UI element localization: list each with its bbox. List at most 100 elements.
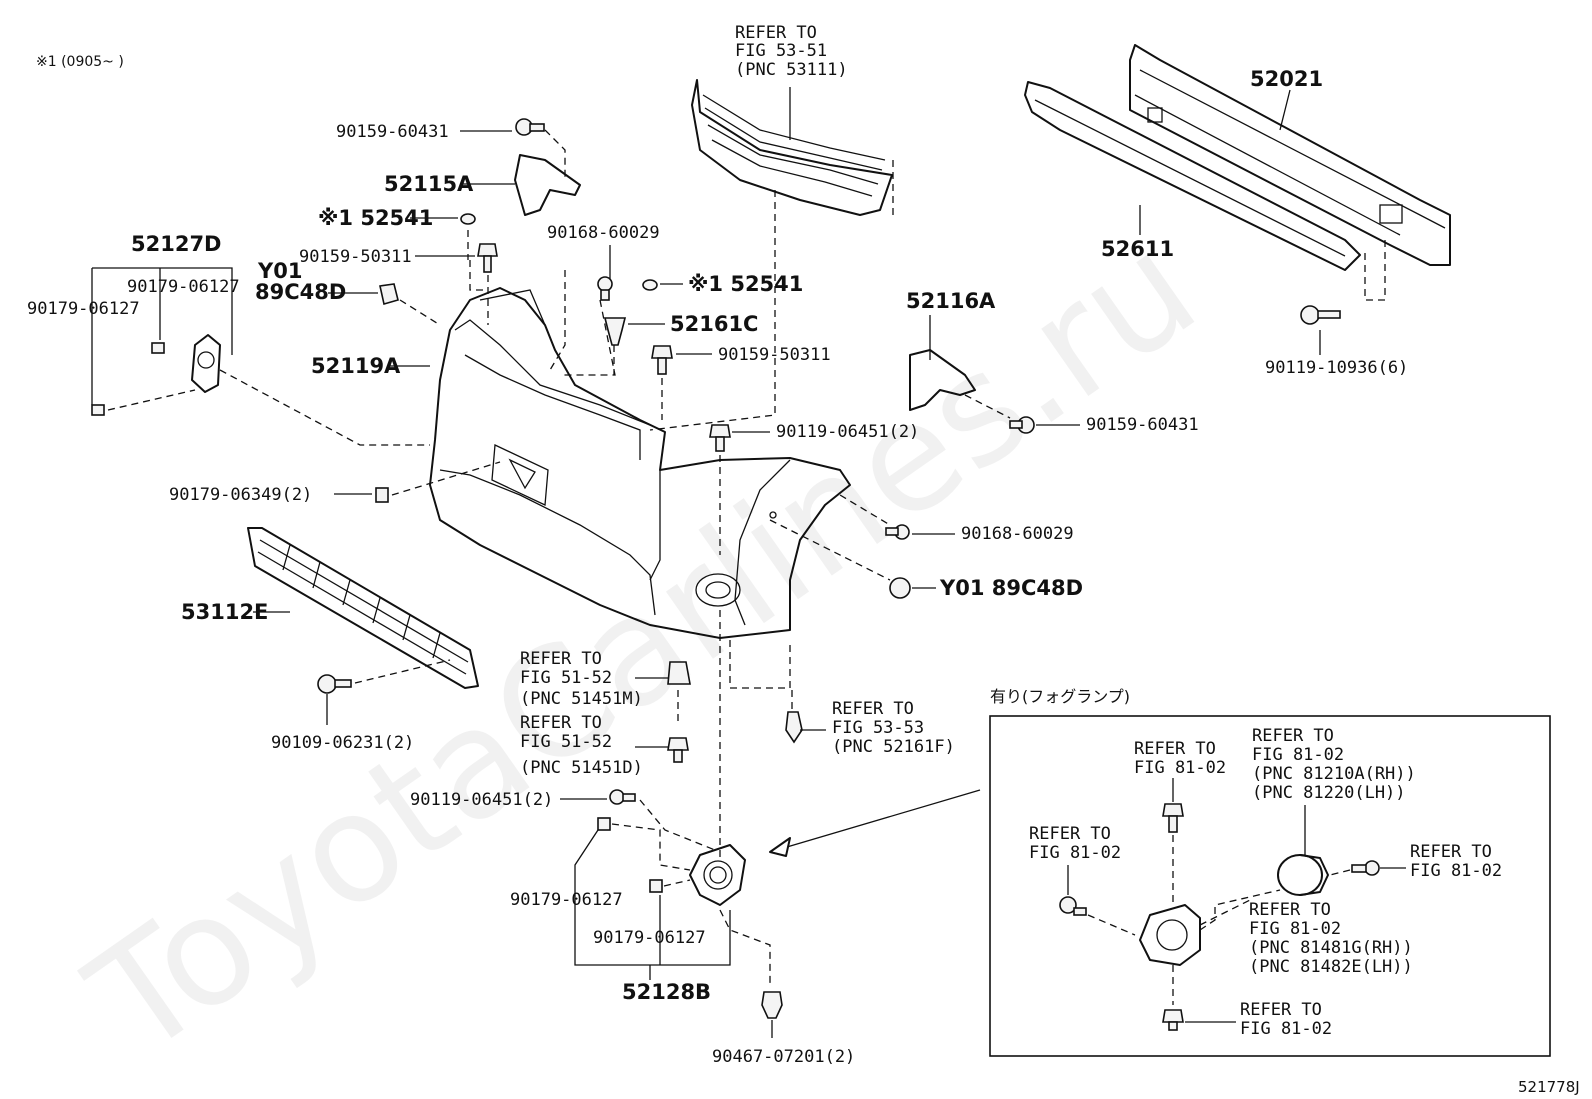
inset-refer-b-fig: FIG 81-02 [1252, 745, 1344, 765]
part-label-90159-50311-right: 90159-50311 [718, 345, 831, 365]
refer-label-51451D-pnc: (PNC 51451D) [520, 758, 643, 778]
part-label-90159-60431-right: 90159-60431 [1086, 415, 1199, 435]
part-label-52611: 52611 [1101, 237, 1174, 261]
inset-refer-c-fig: FIG 81-02 [1029, 843, 1121, 863]
part-label-y01-a: Y01 [257, 259, 302, 283]
part-label-53112E: 53112E [181, 600, 268, 624]
bumper-reinforcement-52021 [1129, 44, 1451, 266]
part-label-52128B: 52128B [622, 980, 711, 1004]
refer-label-52161F: REFER TO [832, 699, 914, 719]
part-label-90119-06451-top: 90119-06451(2) [776, 422, 919, 442]
bolt-90159-60431-right [1009, 416, 1035, 434]
inset-refer-b: REFER TO [1252, 726, 1334, 746]
refer-label-fig-53-51: REFER TO [735, 23, 817, 43]
part-label-52119A: 52119A [311, 354, 401, 378]
lower-grille-53112E [247, 527, 479, 689]
refer-label-fig-53-51-pnc: (PNC 53111) [735, 60, 848, 80]
screw-51451D [667, 737, 689, 763]
part-label-90179-06127-c: 90179-06127 [510, 890, 623, 910]
refer-label-51451M-fig: FIG 51-52 [520, 668, 612, 688]
part-label-90159-50311-left: 90159-50311 [299, 247, 412, 267]
part-label-90179-06127-b: 90179-06127 [27, 299, 140, 319]
inset-refer-b-pnc-lh: (PNC 81220(LH)) [1252, 783, 1406, 803]
clip-52161C [603, 317, 627, 346]
part-label-90179-06127-a: 90179-06127 [127, 277, 240, 297]
bolt-90109-06231 [317, 674, 352, 694]
clip-90179-06127-d [649, 879, 663, 893]
clip-90467-07201 [761, 991, 783, 1019]
diagram-id: 521778J [1518, 1078, 1580, 1096]
refer-label-fig-53-51-fig: FIG 53-51 [735, 41, 827, 61]
inset-lamp-cover [1139, 904, 1201, 966]
cap-52541-right [642, 279, 658, 291]
clip-89C48D-left [379, 283, 399, 306]
part-label-52541-left: ※1 52541 [318, 206, 433, 230]
inset-bolt-left [1059, 896, 1087, 916]
bumper-bracket-52115A [514, 154, 581, 216]
bumper-bracket-52116A [909, 349, 976, 411]
part-label-90179-06349: 90179-06349(2) [169, 485, 312, 505]
inset-refer-a: REFER TO [1134, 739, 1216, 759]
inset-refer-d: REFER TO [1410, 842, 1492, 862]
cap-52541-left [460, 213, 476, 225]
fog-lamp-inset-frame [989, 715, 1551, 1057]
clip-51451M [667, 661, 691, 685]
part-label-52541-right: ※1 52541 [688, 272, 803, 296]
clip-90179-06127-c [597, 817, 611, 831]
refer-label-52161F-pnc: (PNC 52161F) [832, 737, 955, 757]
inset-refer-b-pnc-rh: (PNC 81210A(RH)) [1252, 764, 1416, 784]
inset-refer-e-fig: FIG 81-02 [1249, 919, 1341, 939]
part-label-89C48D-a: 89C48D [255, 280, 346, 304]
screw-90119-06451-top [709, 424, 731, 452]
inset-refer-f-fig: FIG 81-02 [1240, 1019, 1332, 1039]
inset-clip-bottom [1162, 1009, 1184, 1031]
inset-refer-a-fig: FIG 81-02 [1134, 758, 1226, 778]
part-label-90179-06127-d: 90179-06127 [593, 928, 706, 948]
inset-fog-lamp [1277, 854, 1329, 896]
bolt-90119-10936 [1300, 305, 1341, 325]
part-label-90467-07201: 90467-07201(2) [712, 1047, 855, 1067]
header-note: ※1 (0905~ ) [36, 54, 124, 70]
inset-refer-e-pnc-lh: (PNC 81482E(LH)) [1249, 957, 1413, 977]
part-label-y01-89C48D-right: Y01 89C48D [939, 576, 1083, 600]
part-label-90119-10936: 90119-10936(6) [1265, 358, 1408, 378]
bumper-absorber-52611 [1024, 81, 1361, 271]
upper-grille-part [691, 79, 893, 216]
bumper-retainer-52127D [191, 334, 221, 393]
part-label-52161C: 52161C [670, 312, 758, 336]
inset-refer-e: REFER TO [1249, 900, 1331, 920]
refer-label-52161F-fig: FIG 53-53 [832, 718, 924, 738]
part-label-90168-60029-top: 90168-60029 [547, 223, 660, 243]
screw-90168-60029-right [885, 524, 910, 540]
clip-90179-06349 [375, 487, 389, 503]
inset-screw-right [1351, 860, 1380, 876]
refer-label-51451M-pnc: (PNC 51451M) [520, 689, 643, 709]
screw-90159-50311-right [651, 345, 673, 375]
front-bumper-cover-52119A [429, 287, 851, 639]
part-label-52127D: 52127D [131, 232, 222, 256]
refer-label-51451D-fig: FIG 51-52 [520, 732, 612, 752]
watermark: ToyotaCarlines.ru [60, 201, 1226, 1090]
screw-90159-50311-left [477, 243, 498, 273]
inset-refer-e-pnc-rh: (PNC 81481G(RH)) [1249, 938, 1413, 958]
fog-lamp-retainer-52128B [689, 844, 746, 906]
part-label-52115A: 52115A [384, 172, 474, 196]
part-label-52021: 52021 [1250, 67, 1323, 91]
part-label-90168-60029-right: 90168-60029 [961, 524, 1074, 544]
inset-screw-top [1162, 803, 1184, 833]
inset-refer-d-fig: FIG 81-02 [1410, 861, 1502, 881]
part-label-90119-06451-bottom: 90119-06451(2) [410, 790, 553, 810]
inset-refer-c: REFER TO [1029, 824, 1111, 844]
inset-refer-f: REFER TO [1240, 1000, 1322, 1020]
part-label-52116A: 52116A [906, 289, 996, 313]
screw-90119-06451-bottom [609, 789, 636, 805]
clip-89C48D-right [889, 577, 911, 599]
refer-label-51451D: REFER TO [520, 713, 602, 733]
inset-title: 有り(フォグランプ) [990, 687, 1130, 706]
part-label-90109-06231: 90109-06231(2) [271, 733, 414, 753]
part-label-90159-60431-top: 90159-60431 [336, 122, 449, 142]
clip-52161F [785, 711, 803, 744]
bolt-90159-60431-top [515, 118, 545, 136]
